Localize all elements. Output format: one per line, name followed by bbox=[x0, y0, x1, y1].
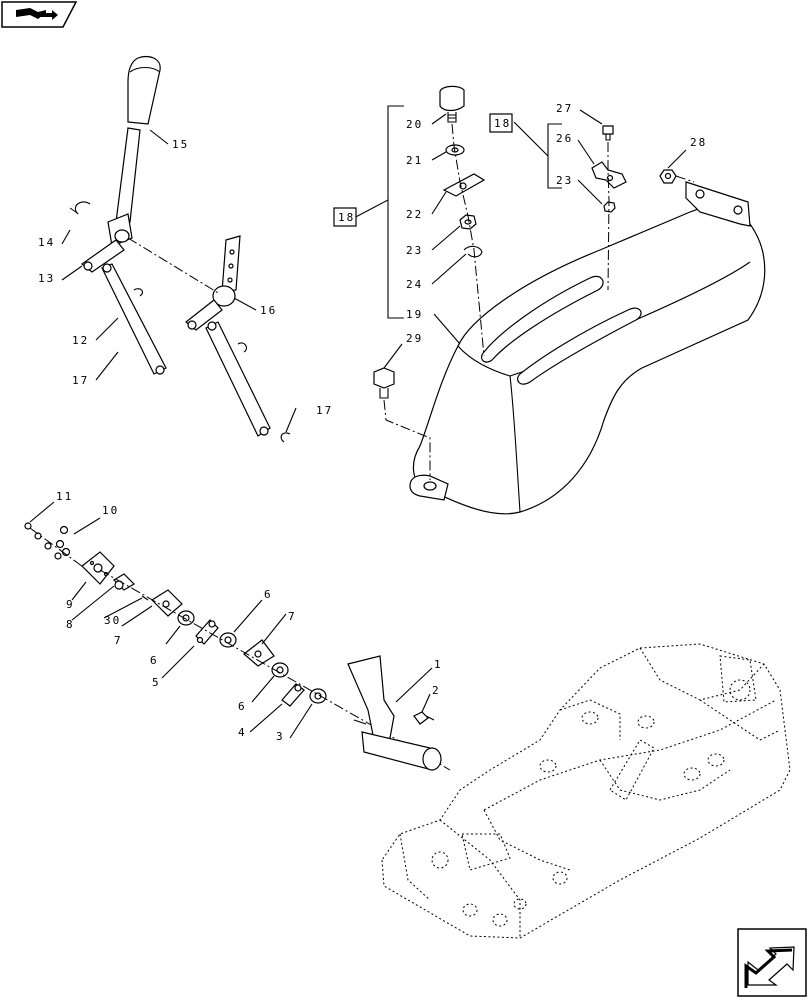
bushing-8 bbox=[113, 573, 135, 591]
callout-19: 19 bbox=[406, 308, 423, 321]
bolt-29 bbox=[373, 367, 395, 399]
washer-6b bbox=[219, 632, 237, 648]
link-rod-12 bbox=[101, 263, 167, 375]
callout-10: 10 bbox=[102, 504, 119, 517]
knob-20 bbox=[439, 85, 465, 123]
callout-7: 7 bbox=[114, 634, 123, 647]
callout-1: 1 bbox=[434, 658, 443, 671]
nut-28 bbox=[659, 169, 677, 184]
callout-23: 23 bbox=[406, 244, 423, 257]
callout-13: 13 bbox=[38, 272, 55, 285]
callout-22: 22 bbox=[406, 208, 423, 221]
callout-29: 29 bbox=[406, 332, 423, 345]
callout-3: 3 bbox=[276, 730, 285, 743]
kit-box-right[interactable]: 18 bbox=[489, 113, 513, 133]
washer-6c bbox=[271, 662, 289, 678]
nut-23b bbox=[603, 201, 616, 213]
kit-box-left[interactable]: 18 bbox=[333, 207, 357, 227]
callout-14: 14 bbox=[38, 236, 55, 249]
link-rod-lower bbox=[205, 321, 291, 443]
clip-14 bbox=[74, 201, 91, 215]
plate-7b bbox=[243, 639, 275, 667]
next-arrow-icon[interactable] bbox=[737, 928, 807, 997]
callout-23: 23 bbox=[556, 174, 573, 187]
leader-lines bbox=[29, 109, 687, 739]
kit-box-label: 18 bbox=[338, 211, 355, 224]
plate-7a bbox=[151, 589, 183, 617]
bolt-2 bbox=[413, 711, 435, 725]
callout-6: 6 bbox=[238, 700, 247, 713]
book-arrow-icon[interactable] bbox=[1, 1, 78, 28]
callout-20: 20 bbox=[406, 118, 423, 131]
lever-4 bbox=[281, 683, 305, 707]
plate-22 bbox=[442, 173, 486, 197]
pin-30 bbox=[141, 595, 149, 601]
callout-6: 6 bbox=[264, 588, 273, 601]
cover-housing-19 bbox=[409, 181, 766, 515]
callout-4: 4 bbox=[238, 726, 247, 739]
callout-17: 17 bbox=[72, 374, 89, 387]
shaft-lever-1 bbox=[347, 655, 442, 771]
callout-24: 24 bbox=[406, 278, 423, 291]
washers-10 bbox=[55, 525, 71, 557]
callout-labels: 15 14 13 12 17 16 17 20 21 22 23 24 19 2… bbox=[38, 102, 707, 743]
lift-housing bbox=[381, 643, 791, 939]
control-lever bbox=[81, 55, 161, 273]
callout-28: 28 bbox=[690, 136, 707, 149]
callout-2: 2 bbox=[432, 684, 441, 697]
callout-8: 8 bbox=[66, 618, 75, 631]
lever-5 bbox=[195, 619, 219, 645]
callout-7: 7 bbox=[288, 610, 297, 623]
kit-box-label: 18 bbox=[494, 117, 511, 130]
callout-9: 9 bbox=[66, 598, 75, 611]
callout-5: 5 bbox=[152, 676, 161, 689]
washer-3 bbox=[309, 688, 327, 704]
clip-24 bbox=[463, 245, 483, 258]
bracket-9 bbox=[81, 551, 115, 585]
pivot-lever-16 bbox=[185, 235, 241, 331]
washer-6a bbox=[177, 610, 195, 626]
callout-6: 6 bbox=[150, 654, 159, 667]
callout-16: 16 bbox=[260, 304, 277, 317]
nut-23 bbox=[459, 214, 477, 230]
callout-27: 27 bbox=[556, 102, 573, 115]
callout-11: 11 bbox=[56, 490, 73, 503]
callout-26: 26 bbox=[556, 132, 573, 145]
callout-30: 30 bbox=[104, 614, 121, 627]
callout-21: 21 bbox=[406, 154, 423, 167]
clamp-26 bbox=[591, 161, 627, 189]
callout-12: 12 bbox=[72, 334, 89, 347]
callout-17: 17 bbox=[316, 404, 333, 417]
screw-27 bbox=[602, 125, 614, 141]
callout-15: 15 bbox=[172, 138, 189, 151]
